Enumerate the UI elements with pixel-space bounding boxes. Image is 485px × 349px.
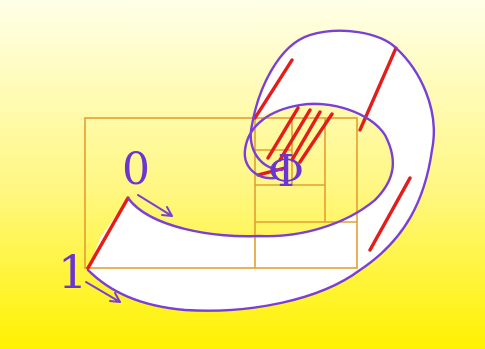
arrow-zero-shaft — [137, 194, 173, 217]
outer-rectangle — [84, 117, 358, 269]
generator-line-origin — [86, 196, 130, 270]
generator-line-inner-4 — [298, 112, 334, 164]
generator-lines — [86, 46, 412, 270]
generator-line-upper-left — [253, 58, 294, 120]
label-zero: 0 — [122, 144, 150, 195]
generator-line-inner-2 — [278, 108, 312, 162]
arrow-one-head-icon — [109, 292, 121, 303]
inner-spiral-curve — [126, 102, 394, 238]
arrow-zero-head-icon — [161, 206, 173, 217]
arrow-one-shaft — [85, 281, 121, 303]
generator-line-inner-3 — [290, 110, 322, 162]
generator-line-inner-1 — [266, 106, 300, 160]
direction-arrows — [85, 194, 173, 303]
label-one: 1 — [58, 245, 87, 299]
tube-outline — [86, 29, 435, 312]
label-phi: Φ — [268, 146, 304, 197]
generator-line-lower-right — [368, 176, 412, 252]
outer-spiral-curve — [86, 29, 435, 312]
